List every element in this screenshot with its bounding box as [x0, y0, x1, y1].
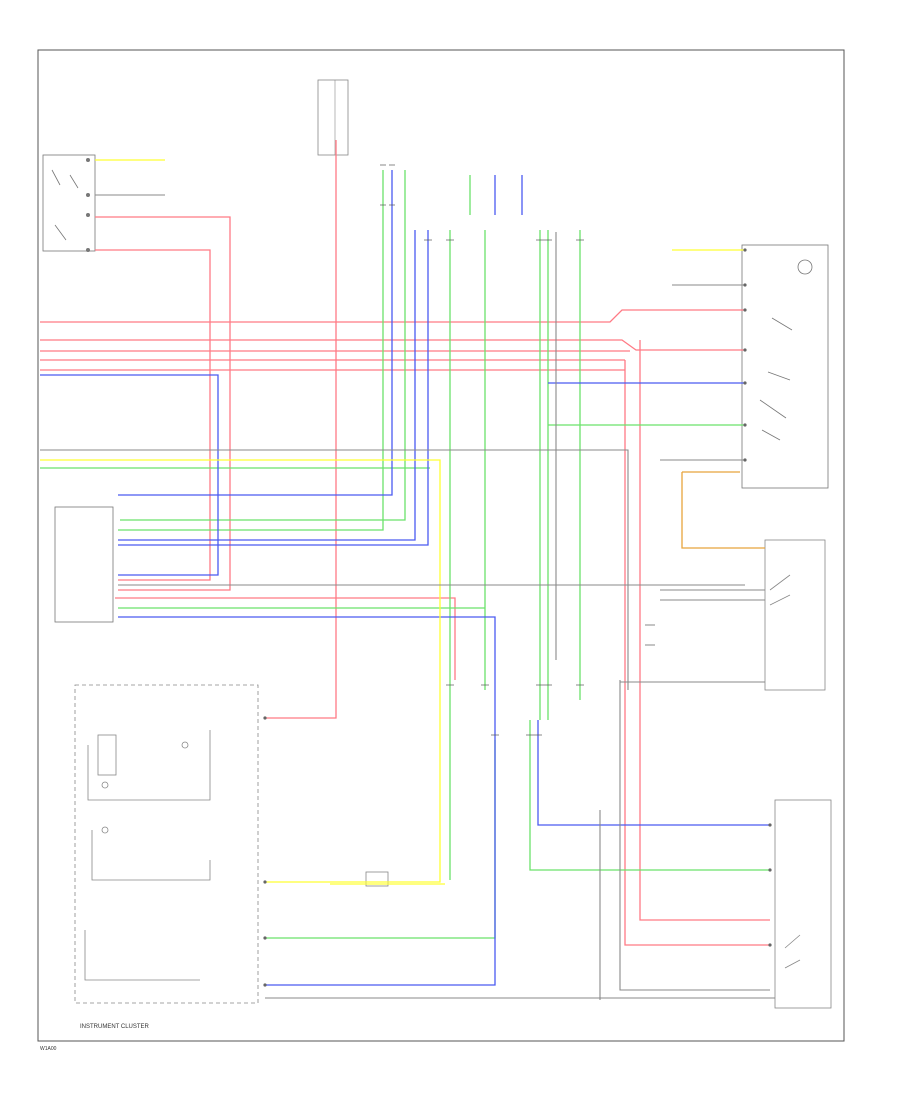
junction-connector-bottom [365, 871, 389, 887]
lower-right-module [774, 799, 832, 1009]
sensor-box-right [764, 539, 826, 691]
yellow-wires [40, 159, 745, 885]
connector-ticks [380, 164, 655, 736]
green-wires [40, 170, 770, 939]
diagram-frame [37, 49, 845, 1042]
control-module-left [54, 506, 114, 623]
gray-wires [40, 194, 775, 1000]
fuse-box-top [317, 79, 349, 156]
switch-unit-right [741, 244, 829, 489]
blue-wires [40, 170, 770, 986]
orange-wires [681, 471, 765, 549]
switch-unit-top-left [42, 154, 96, 252]
red-wires [40, 140, 770, 946]
cluster-caption: INSTRUMENT CLUSTER [80, 1024, 150, 1030]
terminal-dots [263, 248, 772, 987]
instrument-cluster-box [74, 684, 259, 1004]
footer-code: W1A00 [40, 1046, 57, 1052]
